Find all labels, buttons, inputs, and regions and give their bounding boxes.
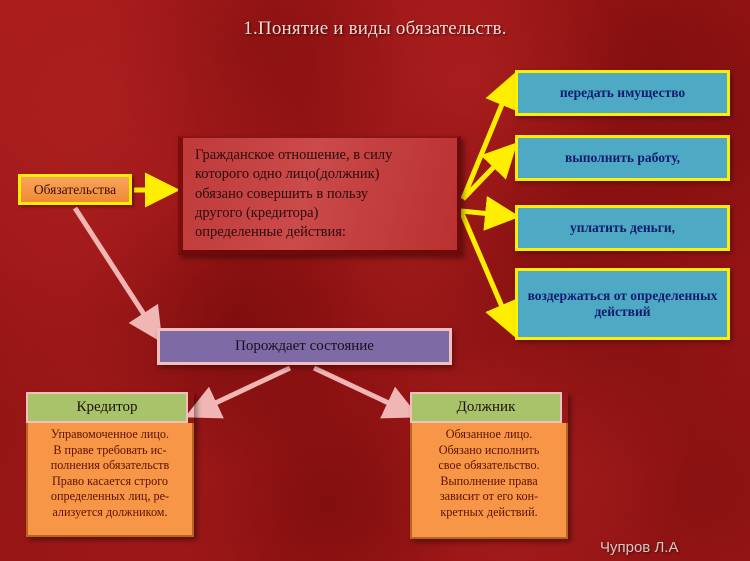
state-label: Порождает состояние — [235, 338, 374, 354]
creditor-line: определенных лиц, ре- — [50, 489, 170, 504]
creditor-line: ализуется должником. — [52, 505, 168, 520]
action-box-pay-money: уплатить деньги, — [515, 205, 730, 251]
action-label: передать имущество — [559, 84, 686, 100]
arrow-state-to-debtor — [312, 365, 420, 419]
creditor-card: Кредитор Управомоченное лицо. В праве тр… — [26, 392, 194, 537]
debtor-card: Должник Обязанное лицо. Обязано исполнит… — [410, 392, 568, 539]
arrow-state-to-creditor — [184, 365, 292, 419]
debtor-line: кретных действий. — [440, 505, 538, 520]
creditor-title: Кредитор — [26, 392, 188, 423]
debtor-line: Обязано исполнить — [438, 442, 540, 457]
debtor-line: зависит от его кон- — [439, 489, 539, 504]
arrow-obligations-to-state — [72, 206, 163, 343]
arrow-definition-to-action-2 — [461, 142, 518, 201]
arrow-definition-to-action-4 — [458, 210, 518, 338]
definition-line: обязано совершить в пользу — [195, 185, 369, 202]
creditor-line: В праве требовать ис- — [53, 442, 167, 457]
creditor-line: полнения обязательств — [50, 458, 170, 473]
arrow-definition-to-action-3 — [460, 195, 520, 231]
definition-line: определенные действия: — [195, 224, 346, 241]
definition-line: другого (кредитора) — [195, 204, 319, 221]
creditor-line: Управомоченное лицо. — [50, 427, 170, 441]
action-label: воздержаться от определенных действий — [527, 287, 718, 319]
action-box-refrain: воздержаться от определенных действий — [515, 268, 730, 340]
page-title: 1.Понятие и виды обязательств. — [243, 18, 507, 39]
debtor-line: Выполнение права — [440, 473, 538, 488]
obligations-label: Обязательства — [33, 181, 117, 197]
debtor-line: Обязанное лицо. — [445, 427, 533, 441]
debtor-description: Обязанное лицо. Обязано исполнить свое о… — [410, 423, 568, 539]
action-box-transfer-property: передать имущество — [515, 70, 730, 116]
creditor-description: Управомоченное лицо. В праве требовать и… — [26, 423, 194, 537]
debtor-line: свое обязательство. — [438, 458, 540, 473]
obligations-box: Обязательства — [18, 174, 132, 205]
state-box: Порождает состояние — [157, 328, 452, 365]
definition-line: которого одно лицо(должник) — [195, 166, 380, 183]
debtor-title: Должник — [410, 392, 562, 423]
definition-line: Гражданское отношение, в силу — [195, 147, 393, 163]
definition-box: Гражданское отношение, в силу которого о… — [178, 136, 461, 255]
action-box-perform-work: выполнить работу, — [515, 135, 730, 181]
action-label: уплатить деньги, — [569, 219, 676, 235]
author-signature: Чупров Л.А — [600, 539, 679, 556]
creditor-line: Право касается строго — [51, 473, 169, 488]
action-label: выполнить работу, — [564, 149, 681, 165]
arrow-definition-to-action-1 — [460, 72, 518, 200]
